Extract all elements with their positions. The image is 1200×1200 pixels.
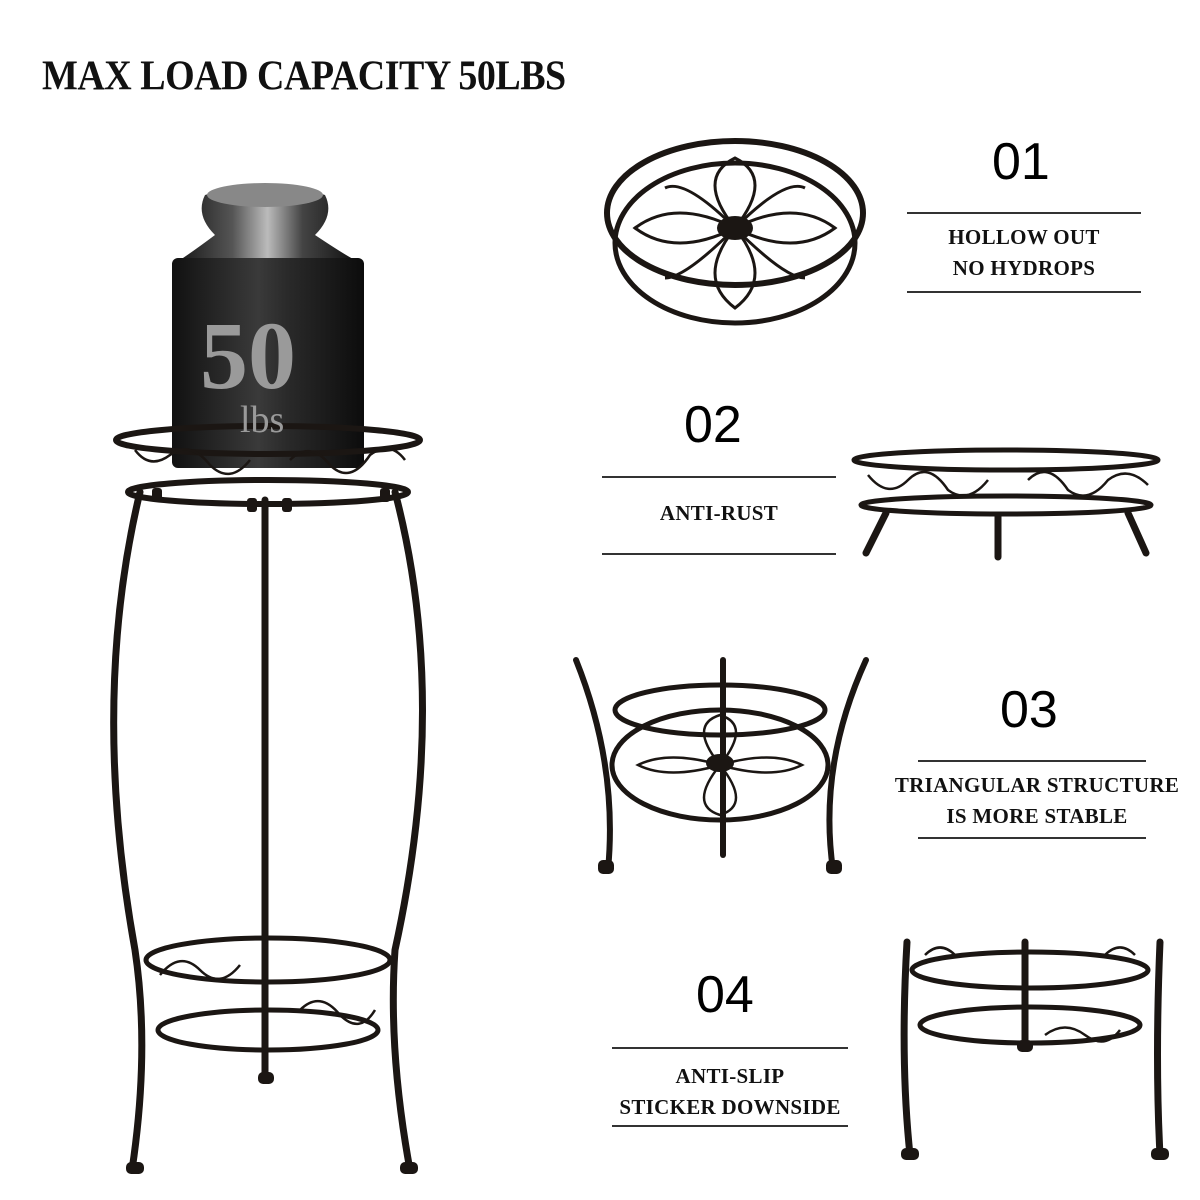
detail-hollow-tray-image (604, 138, 866, 326)
feature-03-line-1: TRIANGULAR STRUCTURE (894, 773, 1180, 797)
feature-02-rule-bottom (602, 553, 836, 555)
feature-02-caption: ANTI-RUST (602, 498, 836, 529)
feature-04-line-1: ANTI-SLIP (675, 1064, 785, 1088)
feature-04-caption: ANTI-SLIP STICKER DOWNSIDE (598, 1061, 862, 1123)
weight-unit: lbs (240, 399, 285, 441)
detail-anti-slip-image (900, 938, 1169, 1160)
feature-01-line-2: NO HYDROPS (952, 256, 1096, 280)
feature-02-rule-top (602, 476, 836, 478)
feature-01-caption: HOLLOW OUT NO HYDROPS (907, 222, 1141, 284)
feature-01-line-1: HOLLOW OUT (948, 225, 1100, 249)
feature-04-line-2: STICKER DOWNSIDE (619, 1095, 841, 1119)
feature-01-rule-top (907, 212, 1141, 214)
feature-04-rule-top (612, 1047, 848, 1049)
detail-triangular-image (573, 657, 869, 874)
feature-04-number: 04 (696, 966, 754, 1024)
feature-01-rule-bottom (907, 291, 1141, 293)
feature-03-number: 03 (1000, 681, 1058, 739)
feature-03-line-2: IS MORE STABLE (946, 804, 1128, 828)
feature-03-caption: TRIANGULAR STRUCTURE IS MORE STABLE (882, 770, 1192, 832)
feature-02-number: 02 (684, 396, 742, 454)
headline: MAX LOAD CAPACITY 50LBS (42, 53, 566, 100)
feature-04-rule-bottom (612, 1125, 848, 1127)
feature-01-number: 01 (992, 133, 1050, 191)
weight-number: 50 (200, 302, 296, 409)
feature-03-rule-top (918, 760, 1146, 762)
detail-anti-rust-image (851, 447, 1161, 561)
feature-03-rule-bottom (918, 837, 1146, 839)
feature-02-line-1: ANTI-RUST (659, 501, 779, 525)
